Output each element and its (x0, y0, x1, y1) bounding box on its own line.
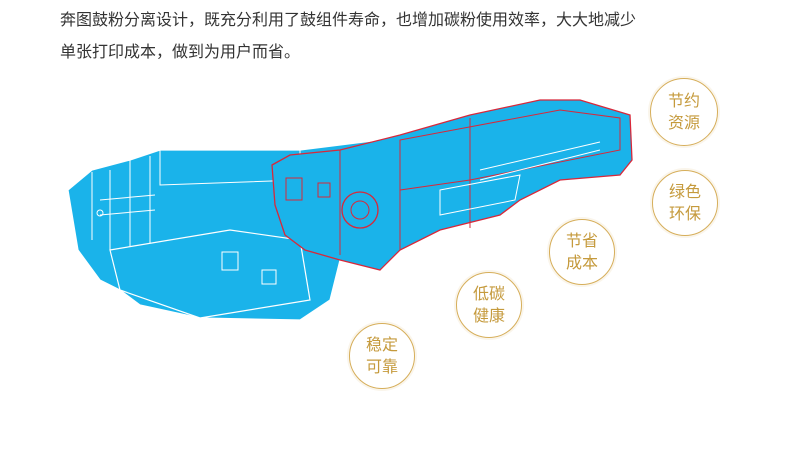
description-line-2: 单张打印成本，做到为用户而省。 (60, 42, 301, 61)
badge-stable-reliable-line2: 可靠 (365, 357, 398, 376)
description-line-1: 奔图鼓粉分离设计，既充分利用了鼓组件寿命，也增加碳粉使用效率，大大地减少 (60, 10, 637, 29)
description-text: 奔图鼓粉分离设计，既充分利用了鼓组件寿命，也增加碳粉使用效率，大大地减少 单张打… (60, 4, 780, 68)
badge-green-eco-line1: 绿色 (668, 182, 701, 201)
badge-low-carbon-line1: 低碳 (472, 284, 505, 303)
toner-cartridge (271, 99, 633, 271)
badge-save-cost-line1: 节省 (565, 231, 598, 250)
badge-save-cost-line2: 成本 (565, 253, 598, 272)
badge-save-resources: 节约 资源 (650, 78, 718, 146)
badge-save-resources-line1: 节约 (667, 91, 700, 110)
badge-low-carbon-line2: 健康 (472, 306, 505, 325)
badge-green-eco-line2: 环保 (668, 204, 701, 223)
badge-green-eco: 绿色 环保 (652, 170, 718, 236)
badge-low-carbon: 低碳 健康 (456, 272, 522, 338)
badge-stable-reliable: 稳定 可靠 (349, 323, 415, 389)
badge-save-resources-line2: 资源 (667, 113, 700, 132)
badge-stable-reliable-line1: 稳定 (365, 335, 398, 354)
badge-save-cost: 节省 成本 (549, 219, 615, 285)
